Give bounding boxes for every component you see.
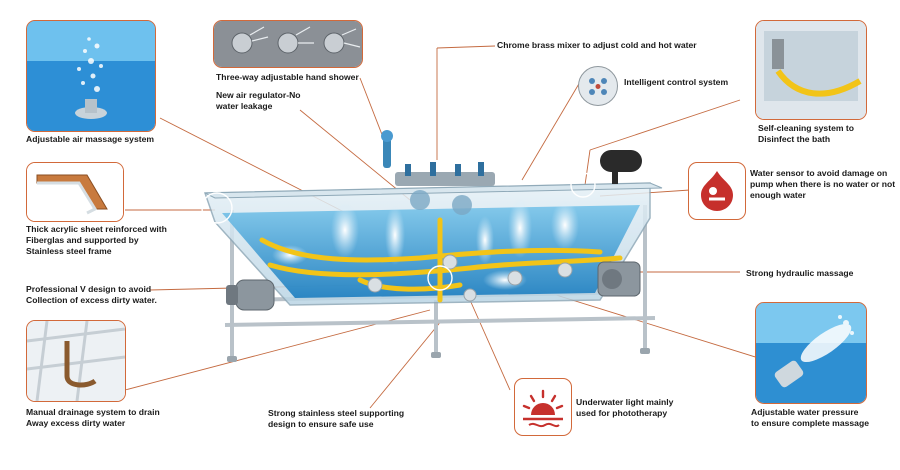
label-drainage: Manual drainage system to drain Away exc… xyxy=(26,407,160,429)
label-v-design: Professional V design to avoid Collectio… xyxy=(26,284,157,306)
label-self-cleaning: Self-cleaning system to Disinfect the ba… xyxy=(758,123,854,145)
label-self-cleaning-line1: Self-cleaning system to xyxy=(758,123,854,133)
label-mixer: Chrome brass mixer to adjust cold and ho… xyxy=(497,40,697,50)
label-acrylic-line3: Stainless steel frame xyxy=(26,246,112,256)
label-v-design-line2: Collection of excess dirty water. xyxy=(26,295,157,305)
air-blower xyxy=(600,150,642,184)
label-water-sensor: Water sensor to avoid damage on pump whe… xyxy=(750,168,895,201)
label-water-pressure-line1: Adjustable water pressure xyxy=(751,407,859,417)
label-steel: Strong stainless steel supporting design… xyxy=(268,408,404,430)
label-drainage-line2: Away excess dirty water xyxy=(26,418,126,428)
sunrise-light-icon xyxy=(514,378,572,436)
water-pressure-thumbnail xyxy=(755,302,867,404)
label-self-cleaning-line2: Disinfect the bath xyxy=(758,134,831,144)
label-underwater-light-line2: used for phototherapy xyxy=(576,408,668,418)
label-underwater-light-line1: Underwater light mainly xyxy=(576,397,674,407)
label-air-regulator-line2: water leakage xyxy=(216,101,273,111)
hydraulic-pump xyxy=(597,261,641,297)
label-acrylic-line2: Fiberglas and supported by xyxy=(26,235,139,245)
label-control: Intelligent control system xyxy=(624,77,729,87)
label-water-sensor-line1: Water sensor to avoid damage on xyxy=(750,168,888,178)
faucet-mixer xyxy=(395,162,495,215)
jet-nozzles xyxy=(367,254,573,302)
callout-circles xyxy=(201,172,596,291)
label-underwater-light: Underwater light mainly used for phototh… xyxy=(576,397,673,419)
pump-motor xyxy=(226,279,275,311)
label-air-regulator-line1: New air regulator-No xyxy=(216,90,301,100)
label-acrylic: Thick acrylic sheet reinforced with Fibe… xyxy=(26,224,167,257)
air-massage-thumbnail xyxy=(26,20,156,132)
label-drainage-line1: Manual drainage system to drain xyxy=(26,407,160,417)
label-hand-shower: Three-way adjustable hand shower xyxy=(216,72,359,82)
control-panel-icon xyxy=(578,66,618,106)
hand-shower-thumbnail xyxy=(213,20,363,68)
label-water-pressure: Adjustable water pressure to ensure comp… xyxy=(751,407,869,429)
label-steel-line2: design to ensure safe use xyxy=(268,419,374,429)
frame-feet xyxy=(227,348,650,362)
acrylic-sheet-thumbnail xyxy=(26,162,124,222)
label-air-regulator: New air regulator-No water leakage xyxy=(216,90,301,112)
label-acrylic-line1: Thick acrylic sheet reinforced with xyxy=(26,224,167,234)
drainage-thumbnail xyxy=(26,320,126,402)
label-water-sensor-line2: pump when there is no water or not xyxy=(750,179,896,189)
label-hydraulic: Strong hydraulic massage xyxy=(746,268,854,278)
label-air-massage: Adjustable air massage system xyxy=(26,134,155,144)
label-water-pressure-line2: to ensure complete massage xyxy=(751,418,869,428)
label-water-sensor-line3: enough water xyxy=(750,190,806,200)
hand-shower xyxy=(381,130,393,168)
tub-rim xyxy=(204,182,663,199)
self-cleaning-thumbnail xyxy=(755,20,867,120)
water-sensor-icon xyxy=(688,162,746,220)
label-steel-line1: Strong stainless steel supporting xyxy=(268,408,405,418)
label-v-design-line1: Professional V design to avoid xyxy=(26,284,152,294)
